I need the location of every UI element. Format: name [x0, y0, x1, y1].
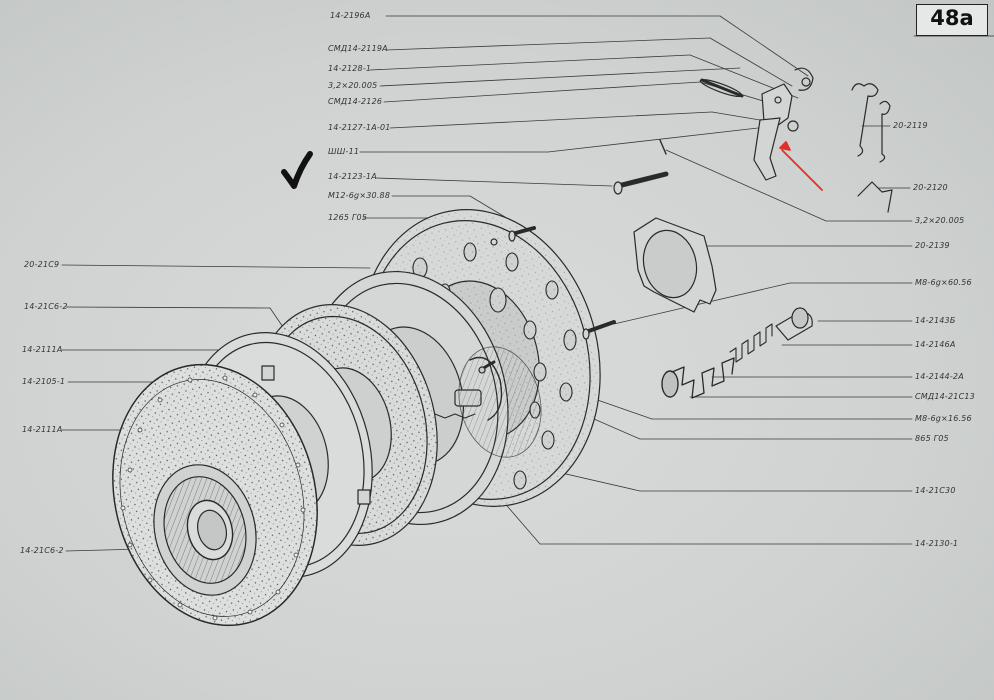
part-label: 20-2119	[893, 121, 928, 130]
part-label: 14-2111А	[22, 425, 63, 434]
part-label: 20-21С9	[24, 260, 60, 269]
part-label: М8-6g×16.56	[915, 414, 972, 423]
thrust-ring	[633, 217, 717, 313]
part-label: 14-2143Б	[915, 316, 956, 325]
check-mark-icon	[281, 151, 313, 189]
part-label: 14-2111А	[22, 345, 63, 354]
part-label: 14-21С30	[915, 486, 956, 495]
release-lever-assembly	[699, 67, 814, 181]
part-label: 14-2128-1	[328, 64, 372, 73]
part-label: 14-2127-1А-01	[328, 123, 391, 132]
page-number-box: 48a	[916, 4, 988, 36]
part-label: 14-2130-1	[915, 539, 959, 548]
red-pointer-arrow-icon	[779, 141, 823, 191]
pressure-spring	[661, 307, 813, 399]
part-label: 14-2196A	[330, 11, 371, 20]
part-label: 14-21С6-2	[20, 546, 64, 555]
bolts	[490, 139, 669, 340]
part-label: СМД14-21С13	[915, 392, 975, 401]
part-label: 3,2×20.005	[328, 81, 378, 90]
part-label: 3,2×20.005	[915, 216, 965, 225]
front-friction-disc	[112, 363, 318, 627]
part-label: 14-21С6-2	[24, 302, 68, 311]
part-label: 14-2123-1А	[328, 172, 377, 181]
part-label: 14-2144-2А	[915, 372, 964, 381]
part-label: 20-2120	[913, 183, 948, 192]
part-label: СМД14-2119А	[328, 44, 388, 53]
spring-clips	[851, 83, 893, 213]
part-label: М8-6g×60.56	[915, 278, 972, 287]
part-label: 20-2139	[915, 241, 950, 250]
part-label: СМД14-2126	[328, 97, 383, 106]
page-number: 48a	[930, 6, 974, 30]
part-label: ШШ-11	[328, 147, 360, 156]
part-label: М12-6g×30.88	[328, 191, 391, 200]
part-label: 1265 Г05	[328, 213, 368, 222]
part-label: 865 Г05	[915, 434, 949, 443]
plate-screws	[478, 360, 496, 374]
part-label: 14-2146А	[915, 340, 956, 349]
part-label: 14-2105-1	[22, 377, 66, 386]
